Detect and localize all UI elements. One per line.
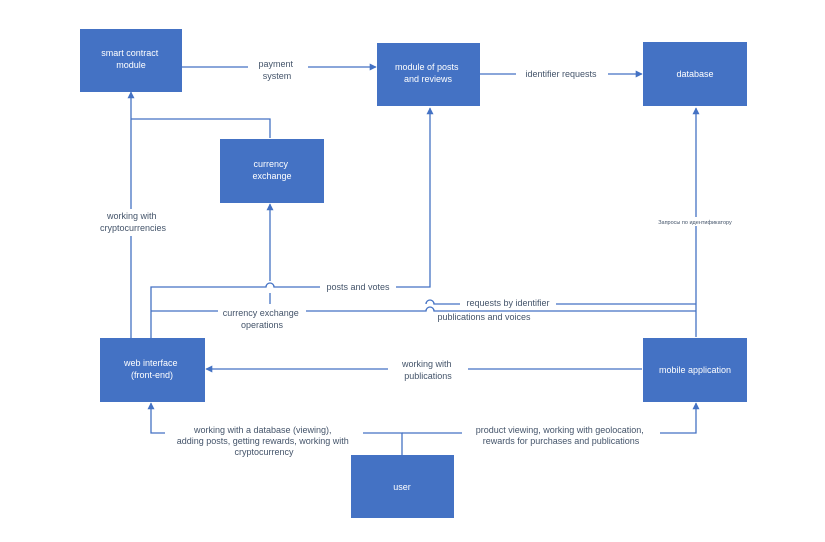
edge-label-publications-voices: publications and voices [437,312,531,322]
edge-label-web-user: working with a database (viewing), addin… [177,425,352,457]
svg-text:currency exchange: currency exchange [252,159,291,181]
node-currency-exchange: currency exchange [220,139,324,203]
edge-label-zaprosy: Запросы по идентификатору [658,220,732,226]
node-smart-contract: smart contract module [80,29,182,92]
edge-requests-by-id [425,299,696,305]
edge-label-working-publications: working with publications [401,359,454,381]
edge-label-payment-system: payment system [258,59,295,81]
connectors [127,63,700,455]
svg-text:smart contract module: smart contract module [101,48,161,70]
edge-posts-votes [150,107,434,338]
edge-label-exchange-ops: currency exchange operations [223,308,302,330]
edge-label-mobile-user: product viewing, working with geolocatio… [476,425,647,446]
node-posts-reviews: module of posts and reviews [377,43,480,106]
edge-label-identifier-requests: identifier requests [525,69,597,79]
svg-text:module of posts and re: module of posts and reviews [395,62,461,84]
edge-label-requests-by-id: requests by identifier [466,298,549,308]
nodes: smart contract module module of posts an… [80,29,747,518]
edge-labels: payment system identifier requests worki… [95,57,743,462]
svg-text:mobile application: mobile application [659,365,731,375]
svg-text:web interface (front-e: web interface (front-end) [123,358,180,380]
svg-text:user: user [393,482,411,492]
edge-label-working-crypto: working with cryptocurrencies [100,211,167,233]
svg-text:database: database [676,69,713,79]
node-database: database [643,42,747,106]
node-web-interface: web interface (front-end) [100,338,205,402]
node-user: user [351,455,454,518]
edge-label-posts-votes: posts and votes [326,282,390,292]
node-mobile-application: mobile application [643,338,747,402]
edge-exchange-to-smart [131,118,271,138]
